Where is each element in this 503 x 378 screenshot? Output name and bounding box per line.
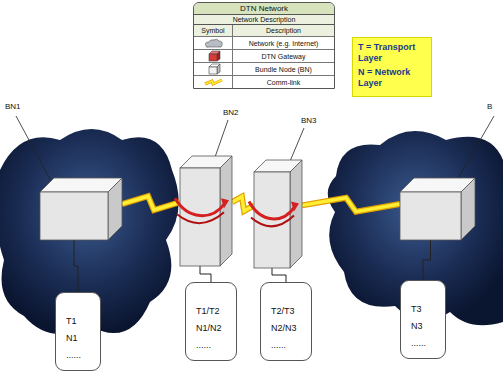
legend-heading: Network Description [233,16,296,23]
key-text: N = Network Layer [358,67,426,89]
node-name: B [486,102,493,111]
node-name: BN2 [222,108,240,117]
layer-text: N1/N2 [196,320,232,337]
legend-text: Bundle Node (BN) [255,66,312,73]
routing-arrow [249,202,299,227]
header-cell: Symbol [194,25,233,36]
cube-side [220,156,232,266]
legend-subtitle-row: Network Description [194,15,334,25]
stack-link [423,240,431,280]
bundle-node-shape [180,156,232,266]
legend-icon [202,63,225,75]
legend-row: Bundle Node (BN) [194,63,334,76]
cube-front [40,192,108,240]
bundle-node: B [400,178,475,240]
layer-text: T2/T3 [271,303,307,320]
column-heading: Description [266,27,301,34]
legend-symbol [194,50,233,62]
layer-text: ...... [271,337,307,354]
layer-text: N3 [411,318,441,335]
legend-title-row: DTN Network [194,3,334,15]
bundle-node: BN3 [254,160,302,268]
layer-text: ...... [196,337,232,354]
layer-text: N2/N3 [271,320,307,337]
comm-link [302,198,400,212]
key-text: T = Transport Layer [358,42,426,64]
bundle-node-shape [40,178,122,240]
layer-text: N1 [66,330,96,347]
legend-icon [202,50,225,62]
legend-row: Comm-link [194,76,334,88]
stack-link [272,268,286,282]
legend-header-row: Symbol Description [194,25,334,37]
layer-text: T1 [66,313,96,330]
legend-text: Comm-link [267,79,300,86]
layer-text: ...... [66,347,96,364]
bundle-node-shape [254,160,302,268]
bundle-node: BN1 [40,178,122,240]
legend-icon [202,76,225,88]
legend-symbol [194,76,233,88]
legend-text: DTN Gateway [262,53,306,60]
legend-heading: DTN Network [240,4,288,13]
node-name: BN1 [4,102,22,111]
legend-row: DTN Gateway [194,50,334,63]
legend-text: Network (e.g. Internet) [249,40,319,47]
key-box: T = Transport Layer N = Network Layer [352,37,432,97]
protocol-stack: T1N1...... [55,292,101,371]
cube-side [290,160,302,268]
bundle-node: BN2 [180,156,232,266]
legend-icon [202,37,225,49]
legend-symbol [194,37,233,49]
protocol-stack: T1/T2N1/N2...... [185,282,237,361]
stack-link [74,240,78,292]
routing-arrow [175,198,229,223]
legend-table: DTN NetworkNetwork DescriptionSymbol Desc… [193,2,335,89]
cube-front [400,192,461,240]
layer-text: T3 [411,301,441,318]
cube-side [108,178,122,240]
legend-symbol [194,63,233,75]
column-heading: Symbol [201,27,224,34]
layer-text: T1/T2 [196,303,232,320]
legend-row: Network (e.g. Internet) [194,37,334,50]
protocol-stack: T2/T3N2/N3...... [260,282,312,361]
header-cell: Description [233,26,334,35]
layer-text: ...... [411,335,441,352]
protocol-stack: T3N3...... [400,280,446,359]
comm-link [122,196,180,210]
node-name: BN3 [300,116,318,125]
cube-side [461,178,475,240]
bundle-node-shape [400,178,475,240]
stack-link [200,266,211,282]
